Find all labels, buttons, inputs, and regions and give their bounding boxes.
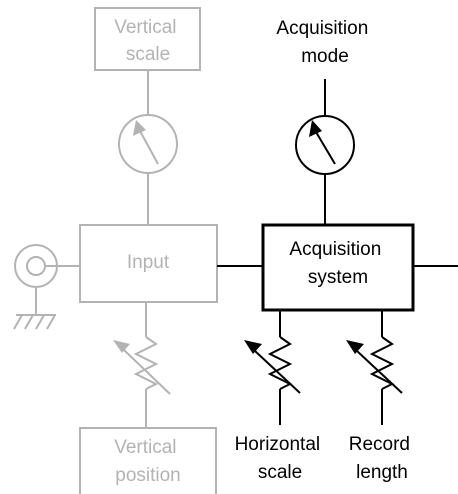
vertical-path-group	[13, 7, 218, 494]
ground-icon	[13, 287, 56, 330]
variable-resistor-icon	[346, 336, 403, 394]
variable-resistor-icon	[244, 336, 301, 394]
horizontal-scale-label: Horizontal scale	[235, 434, 326, 483]
record-length-label: Record length	[349, 434, 416, 483]
input-box	[79, 224, 218, 303]
acquisition-mode-label: Acquisition mode	[276, 18, 373, 67]
meter-dial-icon	[295, 115, 355, 175]
vertical-position-box	[79, 427, 217, 494]
variable-resistor-icon	[113, 336, 171, 395]
bnc-connector-icon	[14, 244, 80, 288]
input-label: Input	[127, 252, 170, 273]
acquisition-system-box	[261, 223, 415, 312]
acquisition-path-group	[217, 79, 458, 425]
vertical-position-label: Vertical position	[114, 437, 182, 486]
vertical-scale-label: Vertical scale	[114, 17, 182, 65]
acquisition-system-label: Acquisition system	[289, 239, 386, 288]
meter-dial-icon	[118, 114, 178, 174]
